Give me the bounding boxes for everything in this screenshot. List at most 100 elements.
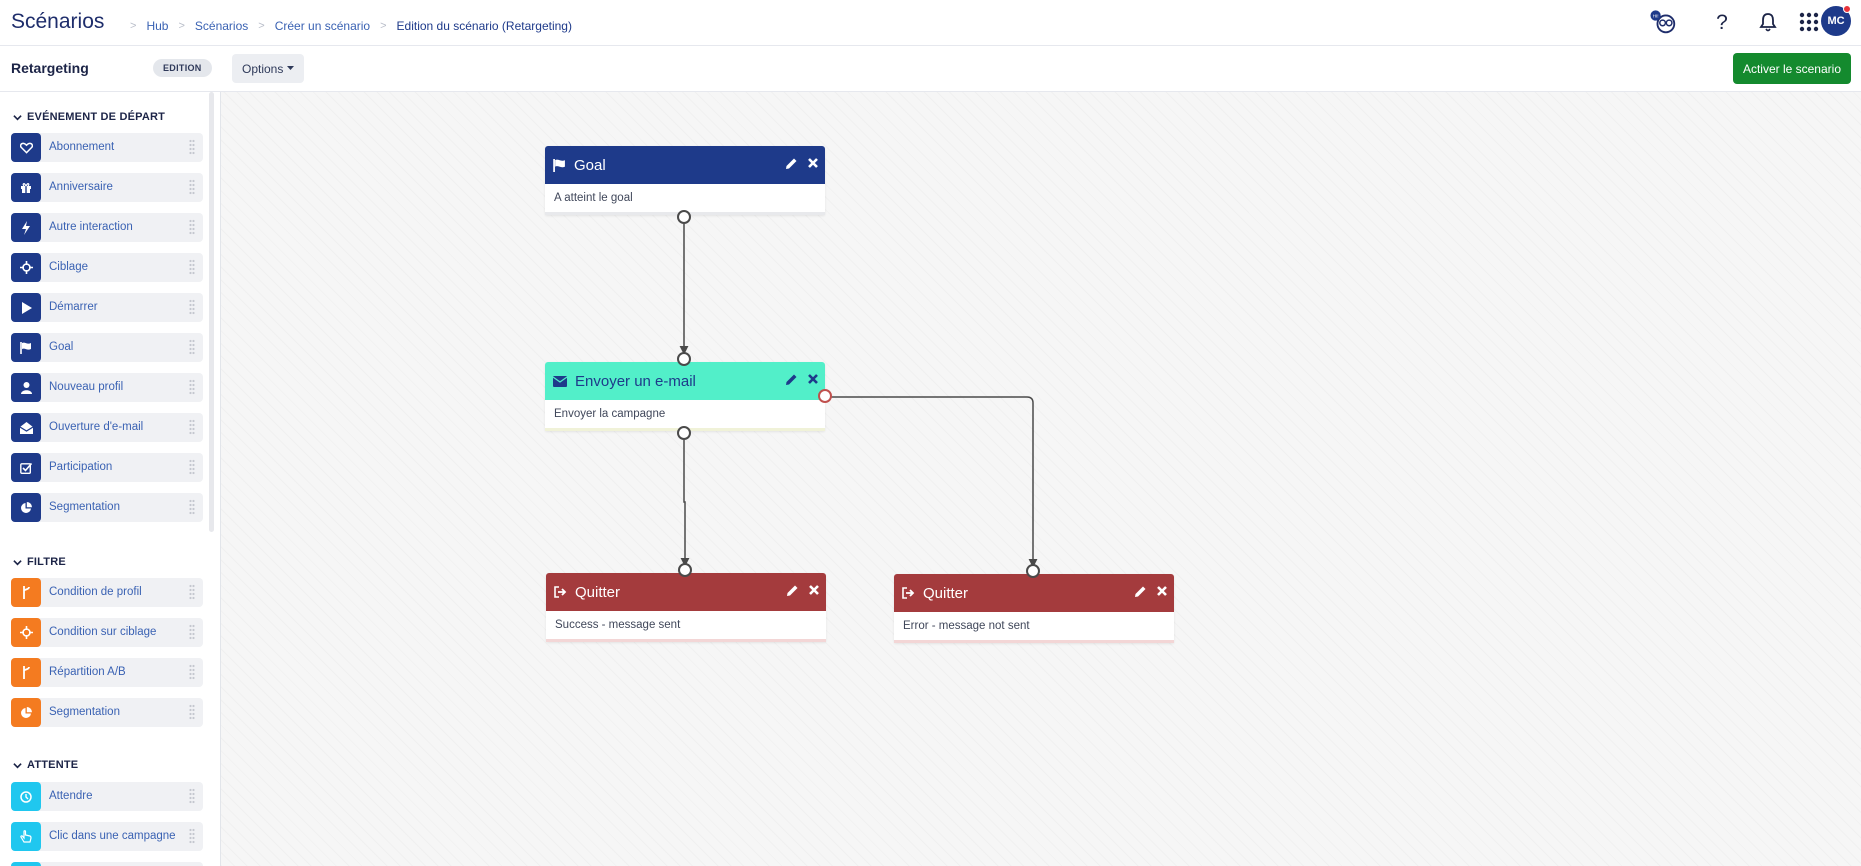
breadcrumb: > Hub > Scénarios > Créer un scénario > … bbox=[120, 19, 572, 33]
sidebar-item-goal[interactable]: Goal bbox=[11, 333, 203, 362]
sidebar-scrollbar[interactable] bbox=[209, 92, 214, 532]
node-goal[interactable]: Goal A atteint le goal bbox=[545, 146, 825, 215]
activate-scenario-button[interactable]: Activer le scenario bbox=[1732, 53, 1851, 84]
node-title: Quitter bbox=[923, 584, 969, 602]
breadcrumb-scenarios[interactable]: Scénarios bbox=[194, 19, 249, 33]
drag-handle-icon[interactable] bbox=[189, 828, 195, 844]
drag-handle-icon[interactable] bbox=[189, 584, 195, 600]
breadcrumb-separator-icon: > bbox=[258, 20, 265, 32]
sidebar-item-label: Anniversaire bbox=[49, 181, 113, 193]
drag-handle-icon[interactable] bbox=[189, 704, 195, 720]
scenario-canvas[interactable]: Goal A atteint le goal Envoyer un e-mail… bbox=[221, 92, 1861, 866]
bolt-icon bbox=[11, 213, 41, 242]
sign-out-icon bbox=[554, 586, 567, 598]
breadcrumb-separator-icon: > bbox=[178, 20, 185, 32]
drag-handle-icon[interactable] bbox=[189, 419, 195, 435]
sidebar-item-attendre[interactable]: Attendre bbox=[11, 782, 203, 811]
notification-dot bbox=[1843, 5, 1851, 13]
sidebar-item-partial[interactable] bbox=[11, 862, 203, 866]
sidebar-item-abonnement[interactable]: Abonnement bbox=[11, 133, 203, 162]
sidebar-item-label: Autre interaction bbox=[49, 221, 133, 233]
sidebar-item-segmentation[interactable]: Segmentation bbox=[11, 493, 203, 522]
drag-handle-icon[interactable] bbox=[189, 788, 195, 804]
port-mail-in[interactable] bbox=[677, 352, 691, 366]
section-title-label: ATTENTE bbox=[27, 759, 79, 771]
scenario-name: Retargeting bbox=[11, 60, 89, 76]
chevron-down-icon bbox=[13, 762, 22, 768]
options-label: Options bbox=[242, 61, 284, 76]
sidebar-item-autre-interaction[interactable]: Autre interaction bbox=[11, 213, 203, 242]
drag-handle-icon[interactable] bbox=[189, 459, 195, 475]
sidebar-item-label: Nouveau profil bbox=[49, 381, 124, 393]
sidebar-item-segmentation-filtre[interactable]: Segmentation bbox=[11, 698, 203, 727]
edit-icon[interactable] bbox=[785, 373, 798, 386]
flag-icon bbox=[11, 333, 41, 362]
node-description: Success - message sent bbox=[546, 611, 826, 642]
close-icon[interactable] bbox=[807, 373, 819, 385]
edit-icon[interactable] bbox=[1134, 585, 1147, 598]
section-filtre[interactable]: FILTRE bbox=[13, 556, 66, 568]
sidebar-item-label: Répartition A/B bbox=[49, 666, 126, 678]
heart-icon bbox=[11, 133, 41, 162]
drag-handle-icon[interactable] bbox=[189, 664, 195, 680]
node-title: Quitter bbox=[575, 583, 621, 601]
pie-chart-icon bbox=[11, 493, 41, 522]
drag-handle-icon[interactable] bbox=[189, 219, 195, 235]
breadcrumb-hub[interactable]: Hub bbox=[146, 19, 169, 33]
sidebar-item-clic-campagne[interactable]: Clic dans une campagne bbox=[11, 822, 203, 851]
branch-icon bbox=[11, 578, 41, 607]
section-depart[interactable]: EVÉNEMENT DE DÉPART bbox=[13, 111, 165, 123]
edit-icon[interactable] bbox=[785, 157, 798, 170]
help-icon[interactable]: ? bbox=[1708, 8, 1736, 36]
port-goal-out[interactable] bbox=[677, 210, 691, 224]
drag-handle-icon[interactable] bbox=[189, 139, 195, 155]
port-mail-success-out[interactable] bbox=[677, 426, 691, 440]
sign-out-icon bbox=[902, 587, 915, 599]
options-button[interactable]: Options bbox=[232, 54, 305, 83]
breadcrumb-create[interactable]: Créer un scénario bbox=[274, 19, 371, 33]
sidebar-item-condition-ciblage[interactable]: Condition sur ciblage bbox=[11, 618, 203, 647]
node-title: Envoyer un e-mail bbox=[575, 372, 696, 390]
port-mail-error-out[interactable] bbox=[818, 389, 832, 403]
node-quit-error[interactable]: Quitter Error - message not sent bbox=[894, 574, 1174, 643]
sidebar-item-condition-profil[interactable]: Condition de profil bbox=[11, 578, 203, 607]
sidebar-item-repartition-ab[interactable]: Répartition A/B bbox=[11, 658, 203, 687]
drag-handle-icon[interactable] bbox=[189, 379, 195, 395]
node-header[interactable]: Goal bbox=[545, 146, 825, 184]
sidebar-item-anniversaire[interactable]: Anniversaire bbox=[11, 173, 203, 202]
sidebar-item-participation[interactable]: Participation bbox=[11, 453, 203, 482]
hi-owl-icon[interactable]: HI! bbox=[1650, 8, 1678, 36]
scenario-toolbar: Retargeting EDITION Options Activer le s… bbox=[0, 46, 1861, 92]
sidebar-item-demarrer[interactable]: Démarrer bbox=[11, 293, 203, 322]
apps-grid-icon[interactable] bbox=[1795, 8, 1823, 36]
bell-icon[interactable] bbox=[1754, 8, 1782, 36]
sidebar-item-ciblage[interactable]: Ciblage bbox=[11, 253, 203, 282]
node-header[interactable]: Quitter bbox=[894, 574, 1174, 612]
drag-handle-icon[interactable] bbox=[189, 179, 195, 195]
port-quit-success-in[interactable] bbox=[678, 563, 692, 577]
connector-mail-to-quit-error bbox=[831, 396, 1038, 568]
breadcrumb-separator-icon: > bbox=[130, 20, 137, 32]
sidebar-item-label: Ciblage bbox=[49, 261, 88, 273]
node-header[interactable]: Quitter bbox=[546, 573, 826, 611]
close-icon[interactable] bbox=[807, 157, 819, 169]
drag-handle-icon[interactable] bbox=[189, 299, 195, 315]
port-quit-error-in[interactable] bbox=[1026, 564, 1040, 578]
sidebar-item-ouverture-email[interactable]: Ouverture d'e-mail bbox=[11, 413, 203, 442]
drag-handle-icon[interactable] bbox=[189, 259, 195, 275]
edit-icon[interactable] bbox=[786, 584, 799, 597]
pointer-icon bbox=[11, 822, 41, 851]
drag-handle-icon[interactable] bbox=[189, 499, 195, 515]
sidebar-item-label: Condition de profil bbox=[49, 586, 142, 598]
node-quit-success[interactable]: Quitter Success - message sent bbox=[546, 573, 826, 642]
section-attente[interactable]: ATTENTE bbox=[13, 759, 78, 771]
drag-handle-icon[interactable] bbox=[189, 339, 195, 355]
close-icon[interactable] bbox=[808, 584, 820, 596]
close-icon[interactable] bbox=[1156, 585, 1168, 597]
drag-handle-icon[interactable] bbox=[189, 624, 195, 640]
sidebar-item-nouveau-profil[interactable]: Nouveau profil bbox=[11, 373, 203, 402]
node-header[interactable]: Envoyer un e-mail bbox=[545, 362, 825, 400]
play-icon bbox=[11, 293, 41, 322]
node-send-email[interactable]: Envoyer un e-mail Envoyer la campagne bbox=[545, 362, 825, 431]
section-title-label: FILTRE bbox=[27, 556, 66, 568]
